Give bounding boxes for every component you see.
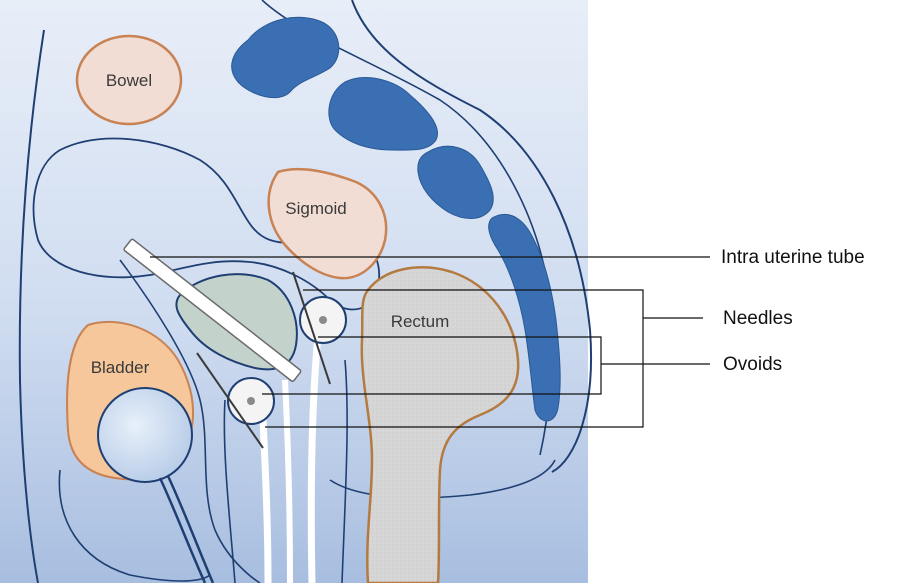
bowel-label: Bowel xyxy=(106,71,152,90)
catheter-balloon xyxy=(98,388,192,482)
rectum-label: Rectum xyxy=(391,312,450,331)
ovoid-lower xyxy=(228,378,274,424)
ovoid-upper xyxy=(300,297,346,343)
bladder-label: Bladder xyxy=(91,358,150,377)
sigmoid-label: Sigmoid xyxy=(285,199,346,218)
intra-uterine-tube-label: Intra uterine tube xyxy=(721,247,865,268)
needles-label: Needles xyxy=(723,308,793,329)
ovoids-label: Ovoids xyxy=(723,354,782,375)
